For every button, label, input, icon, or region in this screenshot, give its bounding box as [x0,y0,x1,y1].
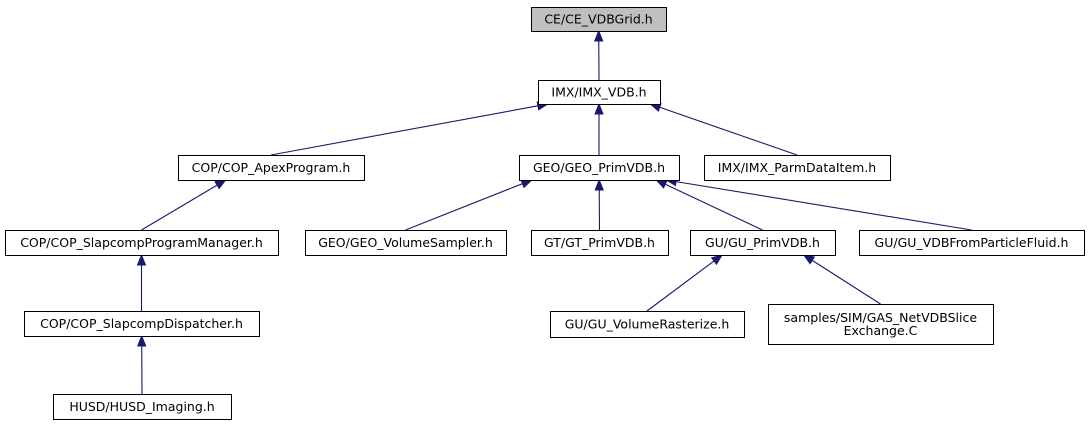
edge-line [405,183,523,231]
edge-gu_volumerasterize-to-gu_primvdb [646,254,724,312]
node-cop_slapcompprogrammanager[interactable]: COP/COP_SlapcompProgramManager.h [5,230,279,256]
node-label: samples/SIM/GAS_NetVDBSlice [784,310,977,325]
edge-cop_apexprogram-to-imx_vdb [270,101,550,156]
node-ce_vdbgrid: CE/CE_VDBGrid.h [531,7,667,32]
edge-line [665,183,763,231]
arrowhead [655,179,668,189]
arrowhead [136,334,147,347]
node-label: COP/COP_SlapcompDispatcher.h [40,316,243,331]
edge-geo_volumesampler-to-geo_primvdb [405,179,534,231]
arrowhead [594,29,604,42]
arrowhead [136,253,147,266]
node-box [531,230,669,256]
arrowhead [214,179,227,190]
node-label: GU/GU_VolumeRasterize.h [565,317,730,332]
node-label: CE/CE_VDBGrid.h [544,12,652,27]
node-label: HUSD/HUSD_Imaging.h [69,399,214,414]
edge-geo_primvdb-to-imx_vdb [594,102,604,155]
node-box [538,80,661,105]
arrowhead [802,254,816,265]
node-imx_vdb[interactable]: IMX/IMX_VDB.h [538,80,661,105]
edge-cop_slapcompprogrammanager-to-cop_apexprogram [141,179,227,231]
node-box [53,394,232,420]
node-label: GU/GU_PrimVDB.h [705,235,820,250]
node-gu_volumerasterize[interactable]: GU/GU_VolumeRasterize.h [550,311,745,338]
edge-husd_imaging-to-cop_slapcompdispatcher [136,334,147,395]
edge-line [659,106,798,156]
edge-imx_parmdataitem-to-imx_vdb [648,102,798,156]
edge-imx_vdb-to-ce_vdbgrid [594,29,604,81]
edges-layer [136,29,972,395]
nodes-layer: CE/CE_VDBGrid.hIMX/IMX_VDB.hCOP/COP_Apex… [5,7,1085,420]
node-label: COP/COP_SlapcompProgramManager.h [20,235,263,250]
edge-line [141,184,218,231]
edge-line [270,105,539,156]
node-label: IMX/IMX_ParmDataItem.h [718,160,876,175]
edge-line [675,181,972,231]
arrowhead [594,178,604,191]
node-cop_slapcompdispatcher[interactable]: COP/COP_SlapcompDispatcher.h [24,311,260,337]
node-label: GU/GU_VDBFromParticleFluid.h [875,235,1069,250]
node-imx_parmdataitem[interactable]: IMX/IMX_ParmDataItem.h [704,155,891,181]
node-label: COP/COP_ApexProgram.h [192,160,351,175]
arrowhead [594,102,604,115]
node-box [690,230,836,256]
node-label: GEO/GEO_VolumeSampler.h [318,235,493,250]
node-geo_primvdb[interactable]: GEO/GEO_PrimVDB.h [519,155,680,181]
node-label: IMX/IMX_VDB.h [551,85,646,100]
node-gt_primvdb[interactable]: GT/GT_PrimVDB.h [531,230,669,256]
node-gu_vdbfromparticlefluid[interactable]: GU/GU_VDBFromParticleFluid.h [859,230,1085,256]
node-gu_primvdb[interactable]: GU/GU_PrimVDB.h [690,230,836,256]
node-box [519,155,680,181]
arrowhead [520,179,534,189]
node-box [305,230,507,256]
edge-gt_primvdb-to-geo_primvdb [594,178,604,231]
node-box [859,230,1085,256]
node-box [768,304,994,345]
arrowhead [710,254,724,266]
node-box [24,311,260,337]
node-box [5,230,279,256]
node-box [550,311,745,338]
node-cop_apexprogram[interactable]: COP/COP_ApexProgram.h [178,155,365,181]
node-label: GT/GT_PrimVDB.h [544,235,655,250]
node-label: Exchange.C [844,323,918,338]
edge-gas_netvdbsliceexchange-to-gu_primvdb [802,254,881,305]
node-geo_volumesampler[interactable]: GEO/GEO_VolumeSampler.h [305,230,507,256]
node-label: GEO/GEO_PrimVDB.h [533,160,665,175]
edge-cop_slapcompdispatcher-to-cop_slapcompprogrammanager [136,253,147,311]
node-husd_imaging[interactable]: HUSD/HUSD_Imaging.h [53,394,232,420]
edge-line [646,260,715,312]
node-box [531,7,667,32]
edge-line [811,259,881,305]
edge-gu_vdbfromparticlefluid-to-geo_primvdb [664,177,972,231]
node-box [178,155,365,181]
node-box [704,155,891,181]
